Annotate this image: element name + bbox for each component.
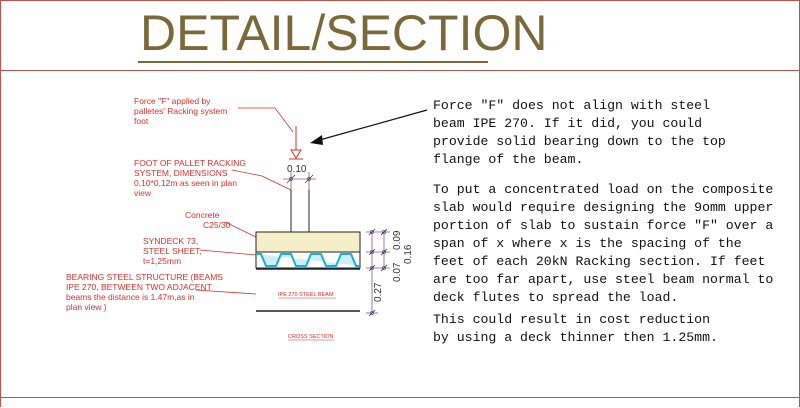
bearing-label-line-2: IPE 270, BETWEEN TWO ADJACENT xyxy=(66,282,212,292)
annotation-labels: Force "F" applied by palletes' Racking s… xyxy=(66,96,246,312)
foot-leader xyxy=(231,169,292,191)
vertical-dimensions xyxy=(366,228,390,317)
dim-0-27: 0.27 xyxy=(373,282,384,302)
syndeck-label-line-2: STEEL SHEET, xyxy=(143,246,202,256)
foot-label-line-3: 0,10*0,12m as seen in plan xyxy=(134,178,237,188)
foot-label-line-4: view xyxy=(134,188,152,198)
dim-0-09: 0.09 xyxy=(392,230,403,250)
foot-label-line-2: SYSTEM, DIMENSIONS xyxy=(134,168,228,178)
concrete-label-line-1: Concrete xyxy=(185,210,220,220)
foot-label-line-1: FOOT OF PALLET RACKING xyxy=(134,158,246,168)
title-underline xyxy=(138,61,488,63)
note-arrow xyxy=(310,109,428,145)
force-arrow xyxy=(289,126,303,160)
note-paragraph-3: This could result in cost reduction by u… xyxy=(433,312,718,345)
bearing-leader xyxy=(195,289,257,295)
footer-rule xyxy=(0,397,800,398)
force-label-line-3: foot xyxy=(134,116,149,126)
racking-foot xyxy=(290,190,310,232)
foot-width-dimension: 0.10 xyxy=(283,164,316,190)
force-leader xyxy=(238,107,294,133)
bearing-label-line-1: BEARING STEEL STRUCTURE (BEAMS xyxy=(66,272,223,282)
force-label-line-1: Force "F" applied by xyxy=(134,96,211,106)
dim-0-07: 0.07 xyxy=(392,262,403,282)
cross-section-label: CROSS SECTION xyxy=(288,334,334,340)
page-title: DETAIL/SECTION xyxy=(140,5,548,61)
concrete-topping xyxy=(255,231,361,253)
ipe-beam-label: IPE 270 STEEL BEAM xyxy=(278,292,334,298)
bearing-label-line-3: beams the distance is 1.47m,as in xyxy=(66,292,195,302)
composite-slab: IPE 270 STEEL BEAM CROSS SECTION xyxy=(255,231,361,341)
note-paragraph-2: To put a concentrated load on the compos… xyxy=(433,182,774,305)
syndeck-label-line-1: SYNDECK 73, xyxy=(143,236,198,246)
force-label-line-2: palletes' Racking system xyxy=(134,106,227,116)
note-paragraph-1: Force "F" does not align with steel beam… xyxy=(433,98,726,167)
steel-deck xyxy=(256,253,360,267)
syndeck-label-line-3: t=1,25mm xyxy=(143,256,181,266)
header-rule xyxy=(0,70,800,71)
dimension-values: 0.09 0.16 0.07 0.27 xyxy=(373,230,414,302)
foot-width-value: 0.10 xyxy=(287,164,307,175)
dim-0-16: 0.16 xyxy=(403,244,414,264)
bearing-label-line-4: plan view ) xyxy=(66,302,107,312)
concrete-label-line-2: C25/30 xyxy=(203,220,231,230)
